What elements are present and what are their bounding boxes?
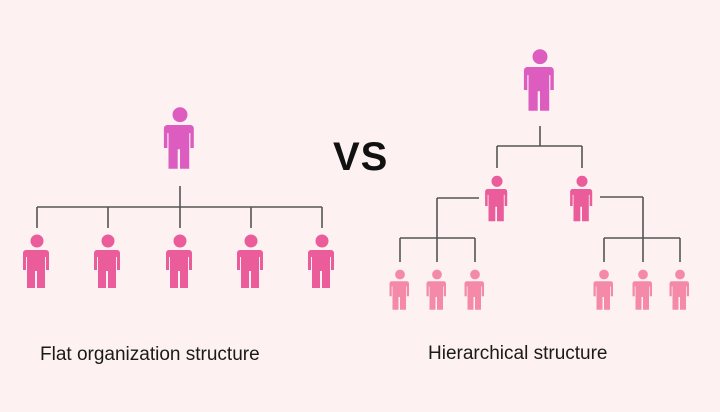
employee-icon	[632, 269, 652, 310]
middle-manager-icon	[570, 175, 593, 222]
flat-employee-icon	[308, 234, 334, 288]
employee-icon	[669, 269, 689, 310]
employee-icon	[426, 269, 446, 310]
hierarchical-structure	[389, 49, 689, 310]
flat-caption: Flat organization structure	[40, 344, 260, 365]
middle-manager-icon	[485, 175, 508, 222]
employee-icon	[464, 269, 484, 310]
vs-label: VS	[333, 135, 389, 179]
flat-manager-icon	[163, 107, 194, 169]
hierarchy-connectors	[399, 126, 681, 262]
flat-employee-icon	[237, 234, 263, 288]
top-manager-icon	[523, 49, 554, 111]
flat-connectors	[36, 186, 323, 228]
employee-icon	[593, 269, 613, 310]
employee-icon	[389, 269, 409, 310]
flat-employee-icon	[94, 234, 120, 288]
hierarchical-caption: Hierarchical structure	[428, 343, 608, 364]
flat-employee-icon	[166, 234, 192, 288]
flat-employee-icon	[23, 234, 49, 288]
flat-structure	[23, 107, 334, 288]
